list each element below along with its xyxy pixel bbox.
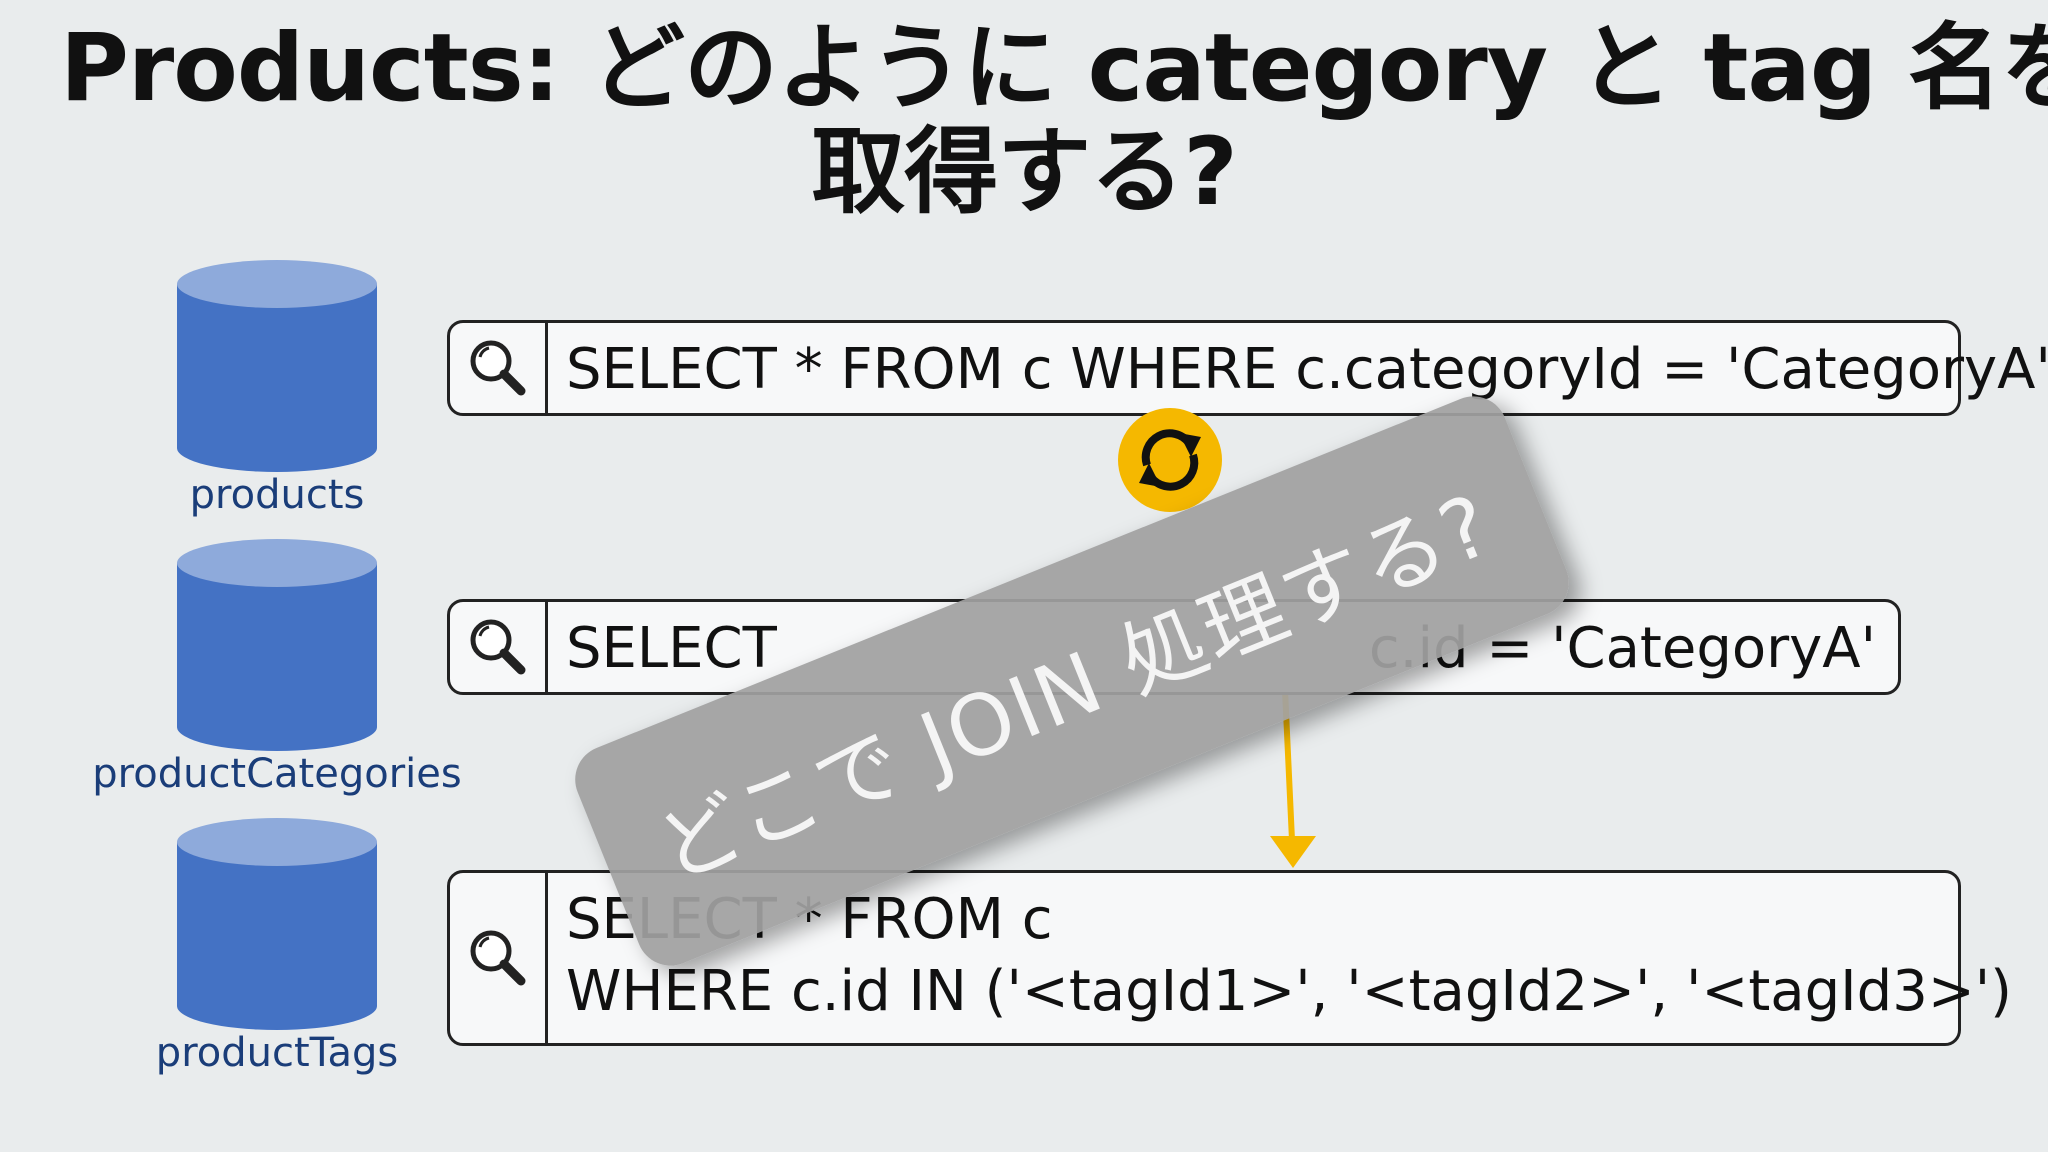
magnifier-icon bbox=[470, 619, 525, 675]
container-label-product-tags: productTags bbox=[155, 1030, 399, 1076]
query-icon-cell bbox=[450, 602, 548, 692]
sync-icon bbox=[1118, 408, 1222, 512]
slide-title-line-1: Products: どのように category と tag 名を bbox=[60, 14, 2048, 123]
magnifier-icon bbox=[470, 930, 525, 986]
container-label-product-categories: productCategories bbox=[92, 751, 462, 797]
products-cylinder-icon bbox=[177, 260, 377, 472]
query-text-categories: SELECT * FROM c WHERE c.categoryId = 'Ca… bbox=[566, 337, 2048, 402]
query-box-categories: SELECT * FROM c WHERE c.categoryId = 'Ca… bbox=[447, 320, 2048, 416]
container-label-products: products bbox=[189, 472, 365, 518]
query-text-tags-line-2: WHERE c.id IN ('<tagId1>', '<tagId2>', '… bbox=[566, 959, 2012, 1024]
query-icon-cell bbox=[450, 873, 548, 1043]
product-tags-cylinder-icon bbox=[177, 818, 377, 1030]
magnifier-icon bbox=[470, 340, 525, 396]
query-icon-cell bbox=[450, 323, 548, 413]
slide-title-line-2: 取得する? bbox=[811, 118, 1238, 227]
question-banner-text: どこで JOIN 処理する? bbox=[643, 474, 1506, 900]
query-text-category-lookup-left: SELECT bbox=[566, 616, 777, 681]
product-categories-cylinder-icon bbox=[177, 539, 377, 751]
